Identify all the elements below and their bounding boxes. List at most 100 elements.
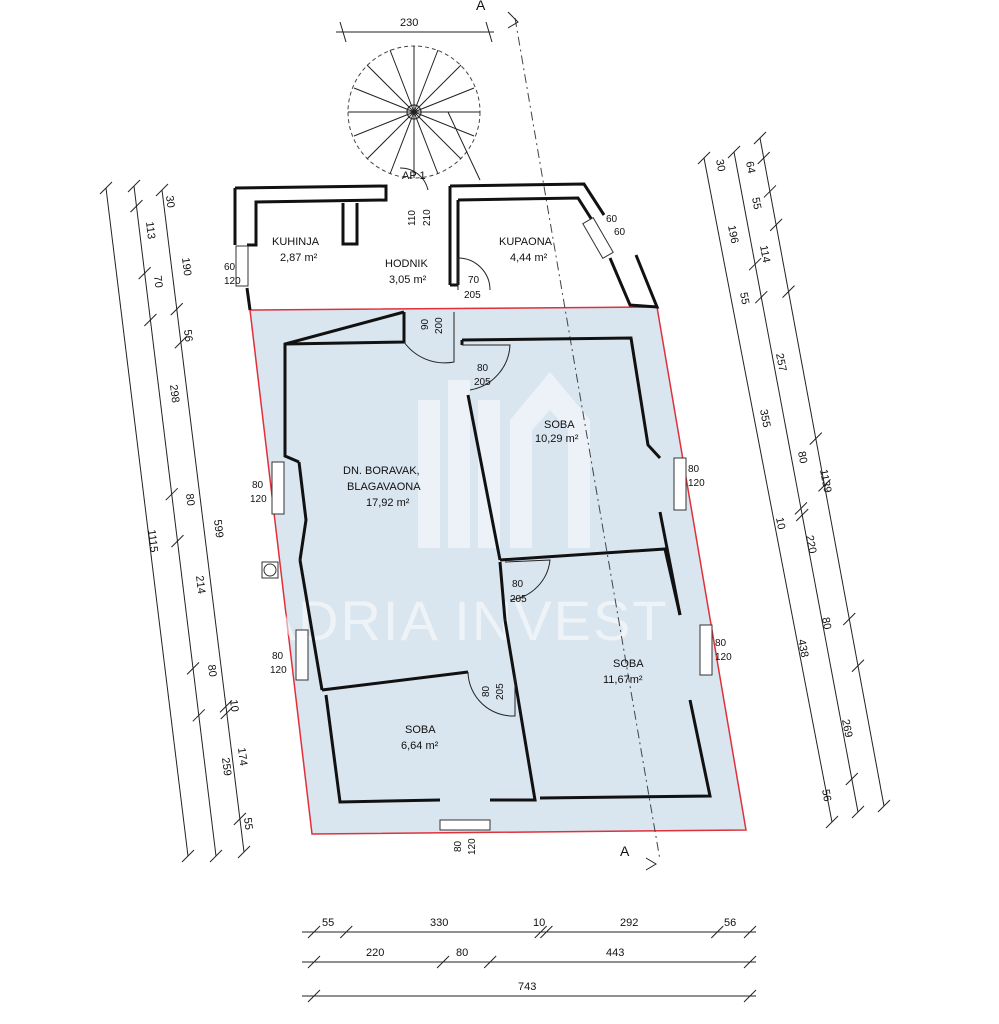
top-dimension: 230 — [336, 17, 494, 43]
dimension-tick — [138, 266, 152, 280]
dimension-tick — [171, 534, 184, 548]
left-inner-3: 10 — [227, 699, 240, 713]
dimension-tick — [757, 151, 771, 165]
boravak-win1-w: 80 — [252, 480, 264, 491]
kupaona-area: 4,44 m² — [510, 252, 548, 264]
soba2-door-h: 205 — [510, 594, 527, 605]
section-marker-bottom: A — [620, 843, 630, 859]
dimension-tick — [307, 989, 321, 1003]
watermark-text: MADRIA INVEST — [210, 589, 669, 652]
right-inner-6: 220 — [803, 534, 818, 554]
dimension-tick — [782, 285, 795, 298]
left-top-small: 30 — [163, 195, 176, 209]
right-inner-3: 114 — [757, 244, 772, 264]
dimension-tick — [795, 508, 809, 522]
dimension-tick — [99, 181, 113, 195]
ap-label: AP 1 — [402, 170, 426, 182]
kupaona-win-w: 60 — [606, 214, 618, 225]
kuhinja-win-h: 120 — [224, 276, 241, 287]
left-mid-3: 80 — [183, 493, 196, 507]
bottom-dimensions: 55 330 10 292 56 220 80 443 743 — [302, 917, 757, 1003]
right-inner-8: 269 — [839, 718, 854, 738]
dimension-tick — [155, 183, 169, 197]
right-outer-dim: 1139 — [817, 468, 833, 494]
left-mid-2: 298 — [167, 384, 181, 404]
dimension-tick — [809, 432, 823, 445]
dimension-tick — [845, 772, 859, 786]
kupaona-door-w: 70 — [468, 275, 480, 286]
dimension-tick — [237, 845, 251, 859]
dimension-tick — [219, 700, 233, 713]
soba1-win-w: 80 — [688, 464, 700, 475]
watermark: MADRIA INVEST — [210, 372, 669, 652]
dimension-tick — [534, 925, 548, 939]
dimension-tick — [697, 151, 711, 165]
dimension-tick — [842, 612, 856, 626]
boravak-name-1: DN. BORAVAK, — [343, 465, 420, 477]
dimension-tick — [209, 849, 223, 863]
kupaona-name: KUPAONA — [499, 236, 553, 248]
windows — [235, 216, 713, 831]
dimension-tick — [127, 179, 141, 193]
bottom-win-w: 80 — [453, 840, 464, 852]
dimension-tick — [174, 335, 188, 349]
dimension-tick — [165, 487, 179, 501]
dimension-tick — [743, 989, 757, 1003]
section-arrow-bottom — [645, 857, 657, 871]
right-inner-1: 64 — [743, 160, 757, 174]
boravak-win2-h: 120 — [270, 665, 287, 676]
bottom-r1-3: 292 — [620, 917, 638, 929]
hodnik-name: HODNIK — [385, 258, 428, 270]
soba1-area: 10,29 m² — [535, 433, 579, 445]
door-swings — [399, 167, 551, 717]
section-arrow-top — [507, 11, 519, 29]
soba1-win-h: 120 — [688, 478, 705, 489]
left-inner-5: 55 — [241, 817, 254, 831]
left-outer-dim: 1115 — [145, 529, 160, 553]
left-mid-4: 214 — [193, 575, 207, 595]
bottom-r2-0: 220 — [366, 947, 384, 959]
soba2-win-w: 80 — [715, 638, 727, 649]
dimension-tick — [753, 131, 767, 145]
boravak-name-2: BLAGAVAONA — [347, 481, 421, 493]
dimension-tick — [130, 199, 143, 213]
hodnik-door-w: 110 — [407, 210, 418, 226]
section-line — [514, 17, 661, 861]
dimension-tick — [763, 185, 777, 198]
right-mid-2: 355 — [757, 408, 772, 428]
dimension-tick — [307, 955, 321, 969]
dimension-tick — [743, 955, 757, 969]
soba3-door-w: 80 — [481, 685, 492, 697]
kupaona-door-h: 205 — [464, 290, 481, 301]
dimension-tick — [186, 662, 200, 675]
bottom-win-h: 120 — [467, 838, 478, 855]
dimension-tick — [436, 955, 450, 969]
top-dim-text: 230 — [400, 17, 418, 29]
bottom-r1-2: 10 — [533, 917, 545, 929]
dimension-tick — [170, 302, 184, 316]
hodnik-door-h: 210 — [422, 209, 433, 226]
section-marker-top: A — [476, 0, 486, 13]
spiral-staircase — [347, 45, 481, 181]
right-mid-3: 10 — [773, 516, 787, 530]
dimension-tick — [851, 659, 865, 673]
boravak-door-h: 200 — [434, 317, 445, 334]
right-dimensions: 1139 196 55 355 10 438 56 30 64 55 114 2… — [697, 131, 891, 829]
right-mid-0: 196 — [725, 224, 740, 244]
boravak-door-w: 90 — [420, 318, 431, 330]
dimension-tick — [233, 812, 247, 826]
right-inner-4: 257 — [773, 352, 788, 372]
left-mid-1: 70 — [151, 275, 164, 289]
right-inner-5: 80 — [795, 450, 809, 464]
dimension-tick — [877, 799, 891, 813]
dimension-tick — [483, 955, 497, 969]
soba3-door-h: 205 — [495, 683, 506, 700]
dimension-tick — [144, 313, 157, 327]
right-inner-7: 80 — [819, 616, 833, 630]
right-inner-2: 55 — [749, 196, 763, 210]
soba1-door-h: 205 — [474, 377, 491, 388]
soba2-name: SOBA — [613, 658, 644, 670]
right-mid-1: 55 — [737, 291, 751, 305]
bottom-r1-1: 330 — [430, 917, 448, 929]
